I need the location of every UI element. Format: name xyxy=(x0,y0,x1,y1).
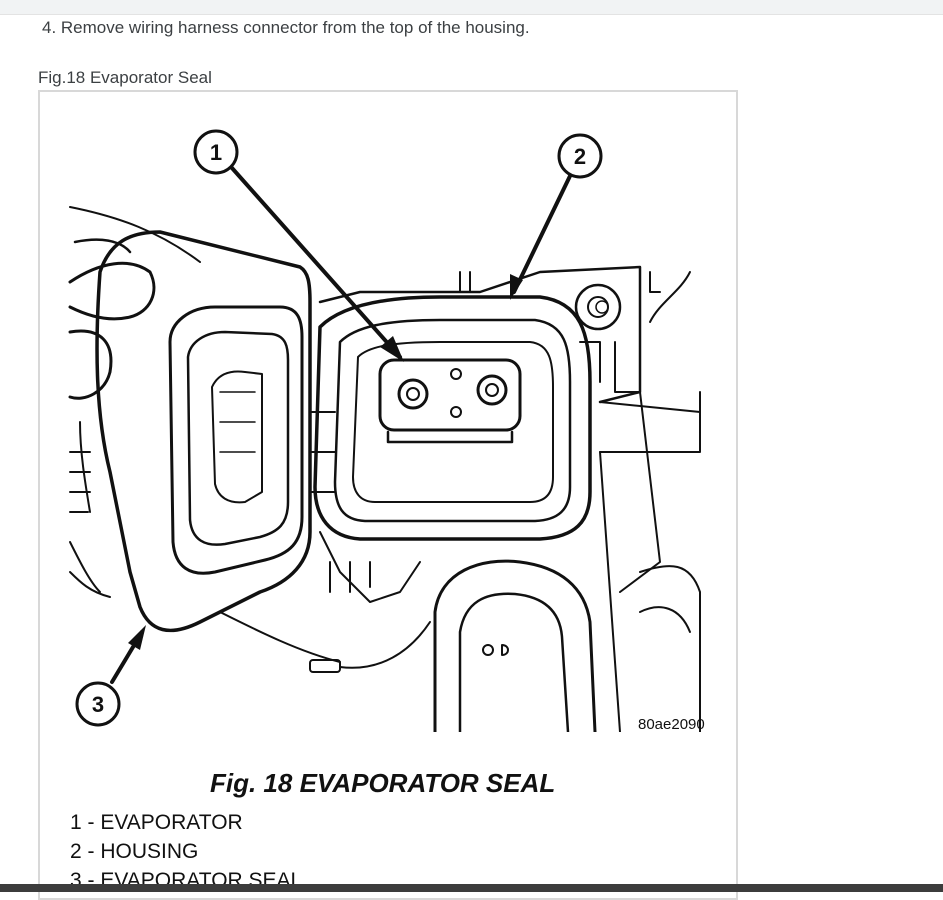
callout-2: 2 xyxy=(557,133,603,179)
figure-frame: 1 2 3 80ae2090 Fig. 18 EVAPORATOR SEAL 1… xyxy=(38,90,738,900)
figure-id: 80ae2090 xyxy=(638,716,705,733)
callout-1: 1 xyxy=(193,129,239,175)
callout-2-label: 2 xyxy=(574,144,586,169)
callout-3-label: 3 xyxy=(92,692,104,717)
bottom-bar xyxy=(0,884,943,892)
legend-item-evaporator: 1 - EVAPORATOR xyxy=(70,811,243,834)
figure-title: Fig. 18 EVAPORATOR SEAL xyxy=(210,768,556,798)
evaporator-seal-illustration: 1 2 3 xyxy=(68,129,701,732)
figure-legend: 1 - EVAPORATOR 2 - HOUSING 3 - EVAPORATO… xyxy=(70,808,302,895)
callout-3: 3 xyxy=(75,681,121,727)
legend-item-housing: 2 - HOUSING xyxy=(70,840,199,863)
browser-top-strip xyxy=(0,0,943,15)
callout-1-label: 1 xyxy=(210,140,222,165)
instruction-step: 4. Remove wiring harness connector from … xyxy=(42,18,530,37)
figure-caption: Fig.18 Evaporator Seal xyxy=(38,68,212,87)
